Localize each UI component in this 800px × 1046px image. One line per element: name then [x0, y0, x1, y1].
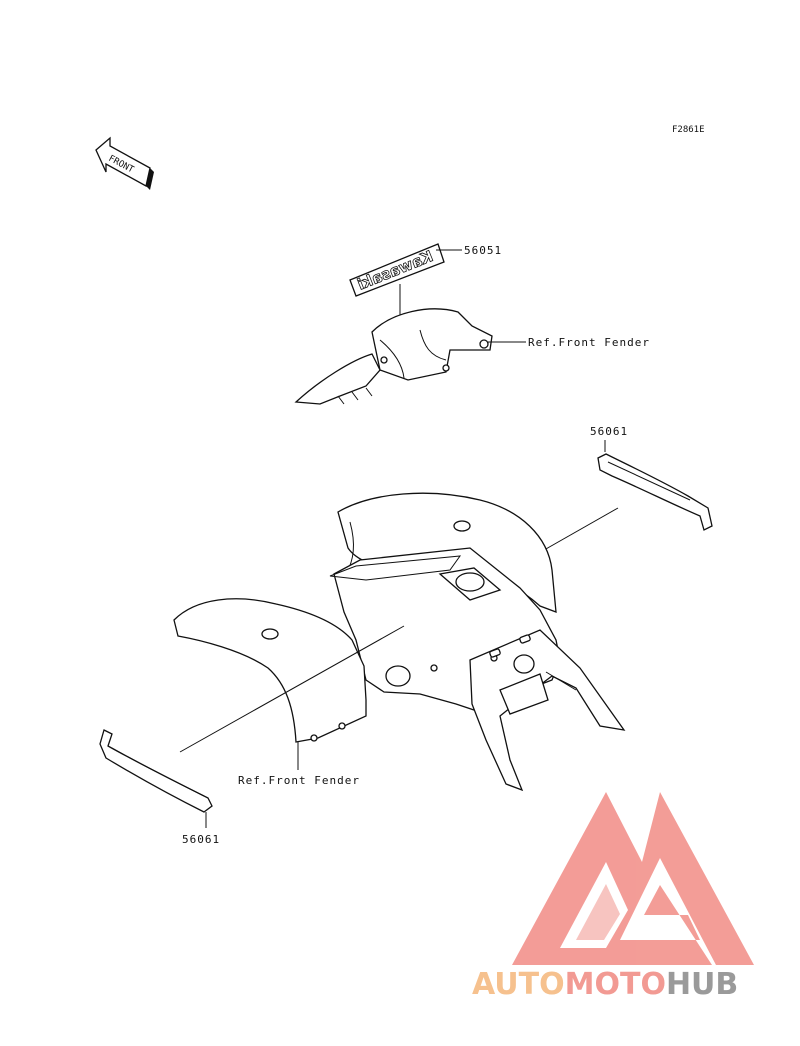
right-decal-part-number: 56061	[590, 425, 628, 438]
watermark-auto: AUTO	[472, 967, 565, 1002]
right-decal	[597, 453, 713, 531]
figure-code: F2861E	[672, 125, 705, 135]
automotohub-logo	[512, 792, 754, 965]
main-front-fender	[173, 492, 626, 792]
lower-ref-label: Ref.Front Fender	[238, 774, 360, 787]
svg-text:AUTOMOTOHUB: AUTOMOTOHUB	[472, 967, 738, 1002]
upper-fender-view	[294, 308, 493, 405]
left-decal-part-number: 56061	[182, 833, 220, 846]
upper-decal-part-number: 56051	[464, 244, 502, 257]
watermark-hub: HUB	[666, 967, 738, 1002]
upper-ref-label: Ref.Front Fender	[528, 336, 650, 349]
left-decal-pointer	[179, 625, 405, 753]
watermark-moto: MOTO	[565, 967, 666, 1002]
upper-decal: Kawasaki	[349, 243, 445, 297]
left-decal	[99, 729, 213, 813]
front-arrow-icon: FRONT	[95, 136, 154, 190]
automotohub-wordmark: AUTOMOTOHUB	[472, 967, 738, 1002]
